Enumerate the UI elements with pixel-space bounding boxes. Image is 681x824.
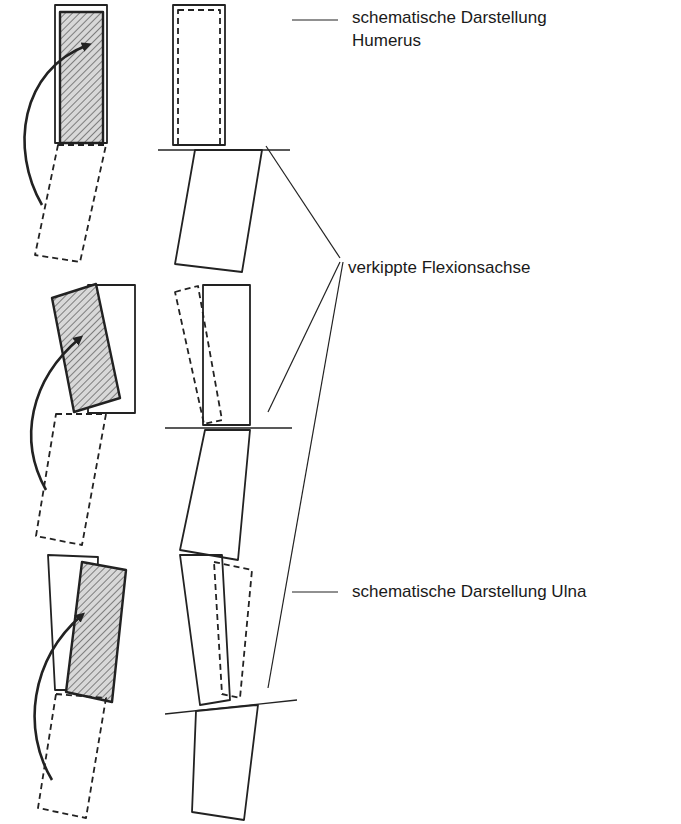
ulna-schematic bbox=[192, 705, 258, 820]
ulna-schematic bbox=[180, 430, 250, 560]
ulna-flexed bbox=[178, 10, 220, 145]
leader-lines bbox=[266, 20, 343, 688]
flexion-axis bbox=[165, 427, 292, 428]
callout-label: schematische Darstellung Humerus bbox=[352, 6, 592, 52]
flexion-arrow bbox=[35, 615, 82, 780]
forearm-extended bbox=[38, 694, 106, 818]
callout-label: schematische Darstellung Ulna bbox=[352, 580, 592, 603]
ulna-flexed bbox=[214, 562, 252, 698]
humerus-schematic bbox=[180, 555, 230, 705]
forearm-flexed bbox=[66, 562, 126, 702]
humerus-schematic bbox=[173, 5, 225, 145]
humerus-outline bbox=[55, 5, 107, 143]
callout-label: verkippte Flexionsachse bbox=[348, 256, 608, 279]
ulna-flexed bbox=[175, 286, 222, 424]
forearm-extended bbox=[35, 145, 106, 262]
forearm-flexed bbox=[52, 284, 120, 412]
flexion-arrow bbox=[31, 338, 80, 490]
forearm-flexed bbox=[60, 12, 103, 143]
forearm-extended bbox=[36, 414, 106, 545]
flexion-arrow bbox=[25, 45, 88, 205]
ulna-schematic bbox=[175, 150, 262, 272]
